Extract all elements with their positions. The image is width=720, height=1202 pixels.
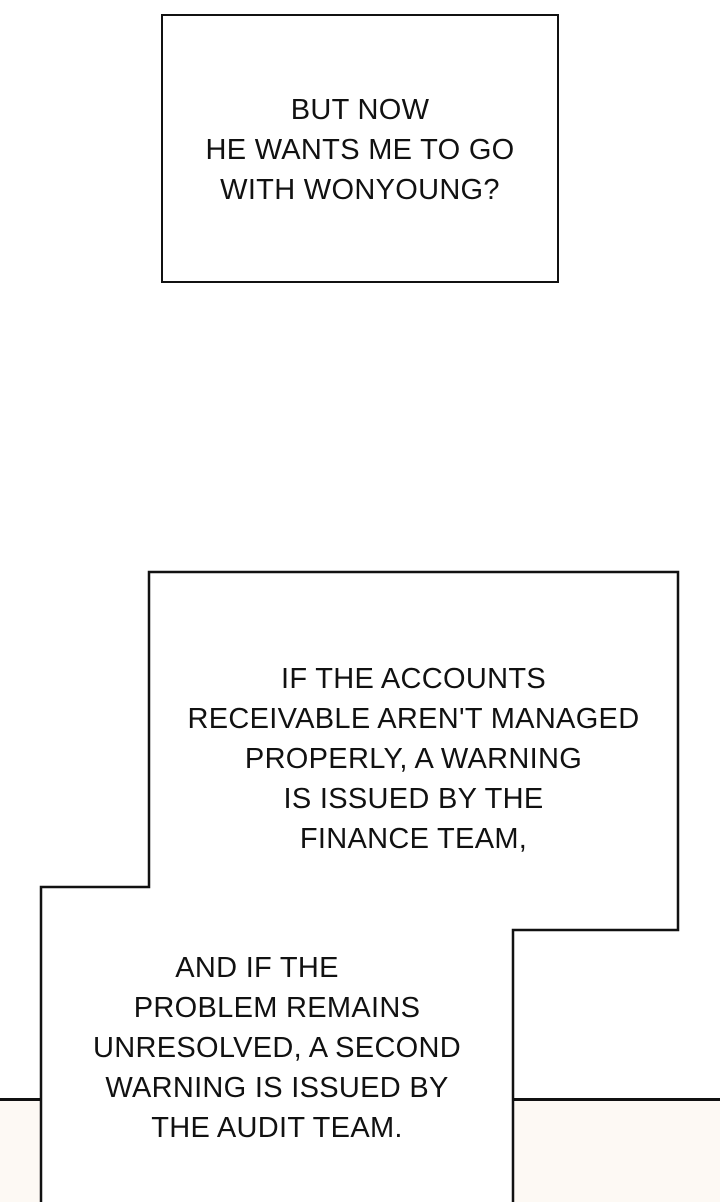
caption-line: FINANCE TEAM, [299, 823, 528, 855]
caption-line: PROPERLY, A WARNING [244, 743, 583, 775]
caption-text-2: IF THE ACCOUNTS RECEIVABLE AREN'T MANAGE… [149, 659, 678, 859]
caption-text-3: AND IF THE PROBLEM REMAINS UNRESOLVED, A… [41, 948, 513, 1148]
panel-border-left [0, 1098, 42, 1101]
panel-border-right [513, 1098, 720, 1101]
caption-line: IF THE ACCOUNTS [281, 663, 546, 695]
caption-line: IS ISSUED BY THE [283, 783, 544, 815]
caption-line: WARNING IS ISSUED BY [105, 1072, 449, 1104]
caption-line: PROBLEM REMAINS [133, 992, 421, 1024]
caption-text-1: BUT NOW HE WANTS ME TO GO WITH WONYOUNG? [161, 90, 559, 210]
caption-line: BUT NOW [290, 94, 430, 126]
caption-line: AND IF THE [175, 952, 339, 984]
caption-line: HE WANTS ME TO GO [205, 134, 515, 166]
caption-line: RECEIVABLE AREN'T MANAGED [187, 703, 640, 735]
caption-line: WITH WONYOUNG? [220, 174, 500, 206]
caption-line: UNRESOLVED, A SECOND [92, 1032, 462, 1064]
caption-line: THE AUDIT TEAM. [151, 1112, 403, 1144]
caption-box-1 [161, 14, 559, 283]
